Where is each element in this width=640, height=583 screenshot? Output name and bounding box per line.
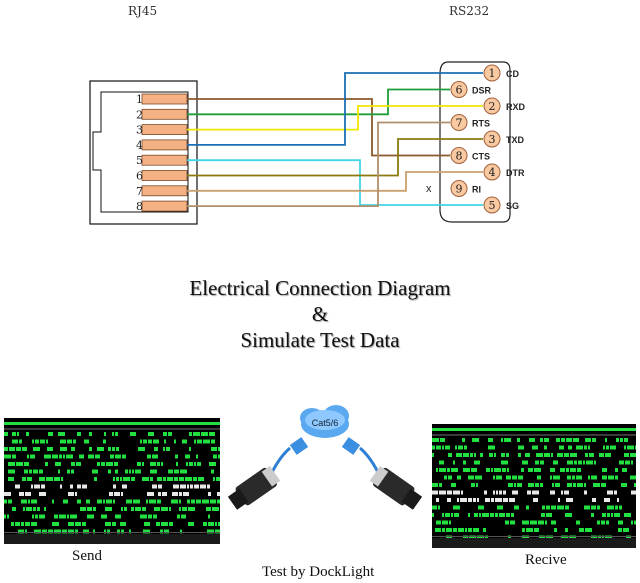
db9-pin-number: 7 — [456, 117, 463, 130]
wire-3-to-2 — [187, 105, 483, 131]
rj45-pin-4 — [141, 139, 188, 151]
db9-pin-4 — [483, 163, 501, 181]
right-connector — [369, 466, 423, 510]
wire-8-to-7 — [187, 121, 450, 207]
receive-label: Recive — [525, 552, 567, 568]
db9-pin-1 — [483, 64, 501, 82]
rj45-pin-number: 8 — [136, 200, 143, 213]
rs232-label: RS232 — [449, 4, 490, 18]
rj45-pin-number: 2 — [136, 108, 143, 121]
wire-2-to-6 — [187, 88, 450, 116]
db9-pin-6 — [450, 81, 468, 98]
rj45-pin-number: 7 — [136, 185, 143, 198]
db9-pin-8 — [450, 147, 468, 164]
rj45-label: RJ45 — [128, 4, 158, 18]
db9-pin-9 — [450, 180, 468, 197]
title-line3: Simulate Test Data — [240, 328, 400, 352]
db9-pin-name-cts: CTS — [472, 152, 490, 162]
rj45-pin-5 — [141, 154, 188, 166]
rj45-pin-number: 1 — [136, 93, 143, 106]
rj45-pin-8 — [141, 200, 188, 212]
db9-pin-name-sg: SG — [506, 201, 519, 211]
send-label: Send — [72, 548, 102, 564]
wiring-diagram: 1 2 3 4 5 6 7 8 1 6 2 7 3 8 4 9 5 CD DSR RXD RTS TXD CTS DTR R… — [89, 61, 526, 225]
rj45-pin-3 — [141, 124, 188, 135]
rj45-inner — [92, 91, 189, 213]
db9-pin-name-rts: RTS — [472, 119, 490, 129]
db9-pin-number: 2 — [489, 100, 496, 113]
db9-pin-name-txd: TXD — [506, 135, 525, 145]
rj45-housing — [89, 80, 198, 225]
unconnected-mark: x — [426, 183, 432, 195]
db9-pin-name-rxd: RXD — [506, 102, 526, 112]
db9-pin-number: 8 — [456, 150, 463, 163]
wire-4-to-1 — [187, 72, 483, 146]
rj45-pin-6 — [141, 170, 188, 181]
title-line2: & — [311, 302, 329, 326]
wire-6-to-3 — [187, 138, 483, 177]
db9-pin-number: 4 — [489, 166, 496, 179]
rj45-pin-2 — [141, 108, 188, 120]
db9-pin-number: 6 — [456, 84, 463, 97]
rj45-pin-7 — [141, 185, 188, 197]
left-connector — [227, 466, 281, 510]
rj45-pin-number: 5 — [136, 154, 143, 167]
db9-pin-name-dtr: DTR — [506, 168, 525, 178]
tool-label: Test by DockLight — [262, 564, 375, 580]
db9-pin-7 — [450, 114, 468, 131]
rj45-pin-number: 4 — [136, 139, 143, 152]
rj45-pin-number: 6 — [136, 170, 143, 183]
db9-pin-name-ri: RI — [472, 185, 481, 195]
cable-label: Cat5/6 — [312, 418, 339, 428]
db9-pin-5 — [483, 196, 501, 214]
receive-signal-panel — [432, 424, 636, 548]
wire-1-to-8 — [187, 98, 450, 157]
db9-pin-2 — [483, 97, 501, 115]
title-line1: Electrical Connection Diagram — [189, 276, 451, 300]
db9-pin-number: 3 — [489, 133, 496, 146]
db9-pin-name-dsr: DSR — [472, 86, 492, 96]
wire-7-to-4 — [187, 171, 483, 192]
wire-5-to-5 — [187, 159, 483, 206]
db9-pin-3 — [483, 130, 501, 148]
rj45-pin-1 — [141, 93, 188, 105]
db9-pin-name-cd: CD — [506, 69, 519, 79]
cloud-icon — [300, 405, 349, 438]
db9-pin-number: 9 — [456, 183, 463, 196]
rj45-pin-number: 3 — [136, 124, 143, 137]
db9-pin-number: 1 — [489, 67, 496, 80]
db9-pin-number: 5 — [489, 199, 496, 212]
cable-illustration: Cat5/6 — [227, 405, 423, 510]
send-signal-panel — [4, 418, 220, 544]
